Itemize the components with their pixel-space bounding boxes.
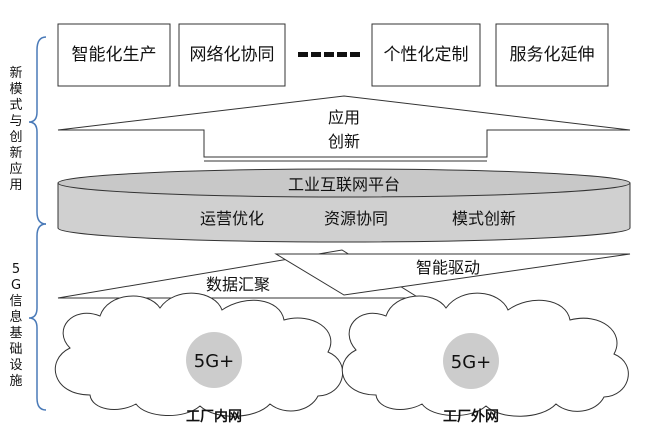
badge-5g-left-label: 5G+	[194, 351, 234, 372]
platform-item-3: 模式创新	[452, 209, 516, 228]
side-label-new-models: 新模式与创新应用	[9, 66, 23, 193]
intelligent-drive-arrow: 智能驱动	[274, 253, 631, 296]
top-box-4-label: 服务化延伸	[510, 45, 595, 65]
arrow-line2: 创新	[328, 132, 360, 151]
top-box-1: 智能化生产	[57, 23, 171, 87]
bracket-bottom	[28, 223, 47, 411]
cloud-factory-external: 5G+ 工厂外网	[341, 292, 629, 425]
intelligent-drive-label: 智能驱动	[416, 258, 480, 277]
application-innovation-arrow: 应用 创新	[57, 95, 631, 162]
badge-5g-right-label: 5G+	[451, 352, 491, 373]
arrow-line1: 应用	[328, 108, 360, 127]
platform-title: 工业互联网平台	[288, 175, 400, 194]
platform-cylinder: 工业互联网平台 运营优化 资源协同 模式创新	[57, 168, 631, 243]
ellipsis-dots	[298, 52, 360, 57]
cloud-right-label: 工厂外网	[443, 408, 499, 425]
data-aggregation-label: 数据汇聚	[206, 275, 270, 294]
top-box-2: 网络化协同	[178, 23, 286, 87]
side-label-5g-infrastructure: 5G信息基础设施	[9, 262, 23, 389]
bracket-top	[28, 36, 47, 225]
top-box-3: 个性化定制	[371, 23, 481, 87]
cloud-factory-internal: 5G+ 工厂内网	[54, 292, 344, 425]
top-box-2-label: 网络化协同	[190, 45, 275, 65]
top-box-4: 服务化延伸	[495, 23, 609, 87]
platform-item-1: 运营优化	[200, 209, 264, 228]
top-box-1-label: 智能化生产	[72, 45, 157, 65]
badge-5g-left	[186, 332, 242, 388]
badge-5g-right	[443, 333, 499, 389]
top-box-3-label: 个性化定制	[384, 45, 469, 65]
platform-item-2: 资源协同	[324, 209, 388, 228]
cloud-left-label: 工厂内网	[186, 408, 242, 425]
